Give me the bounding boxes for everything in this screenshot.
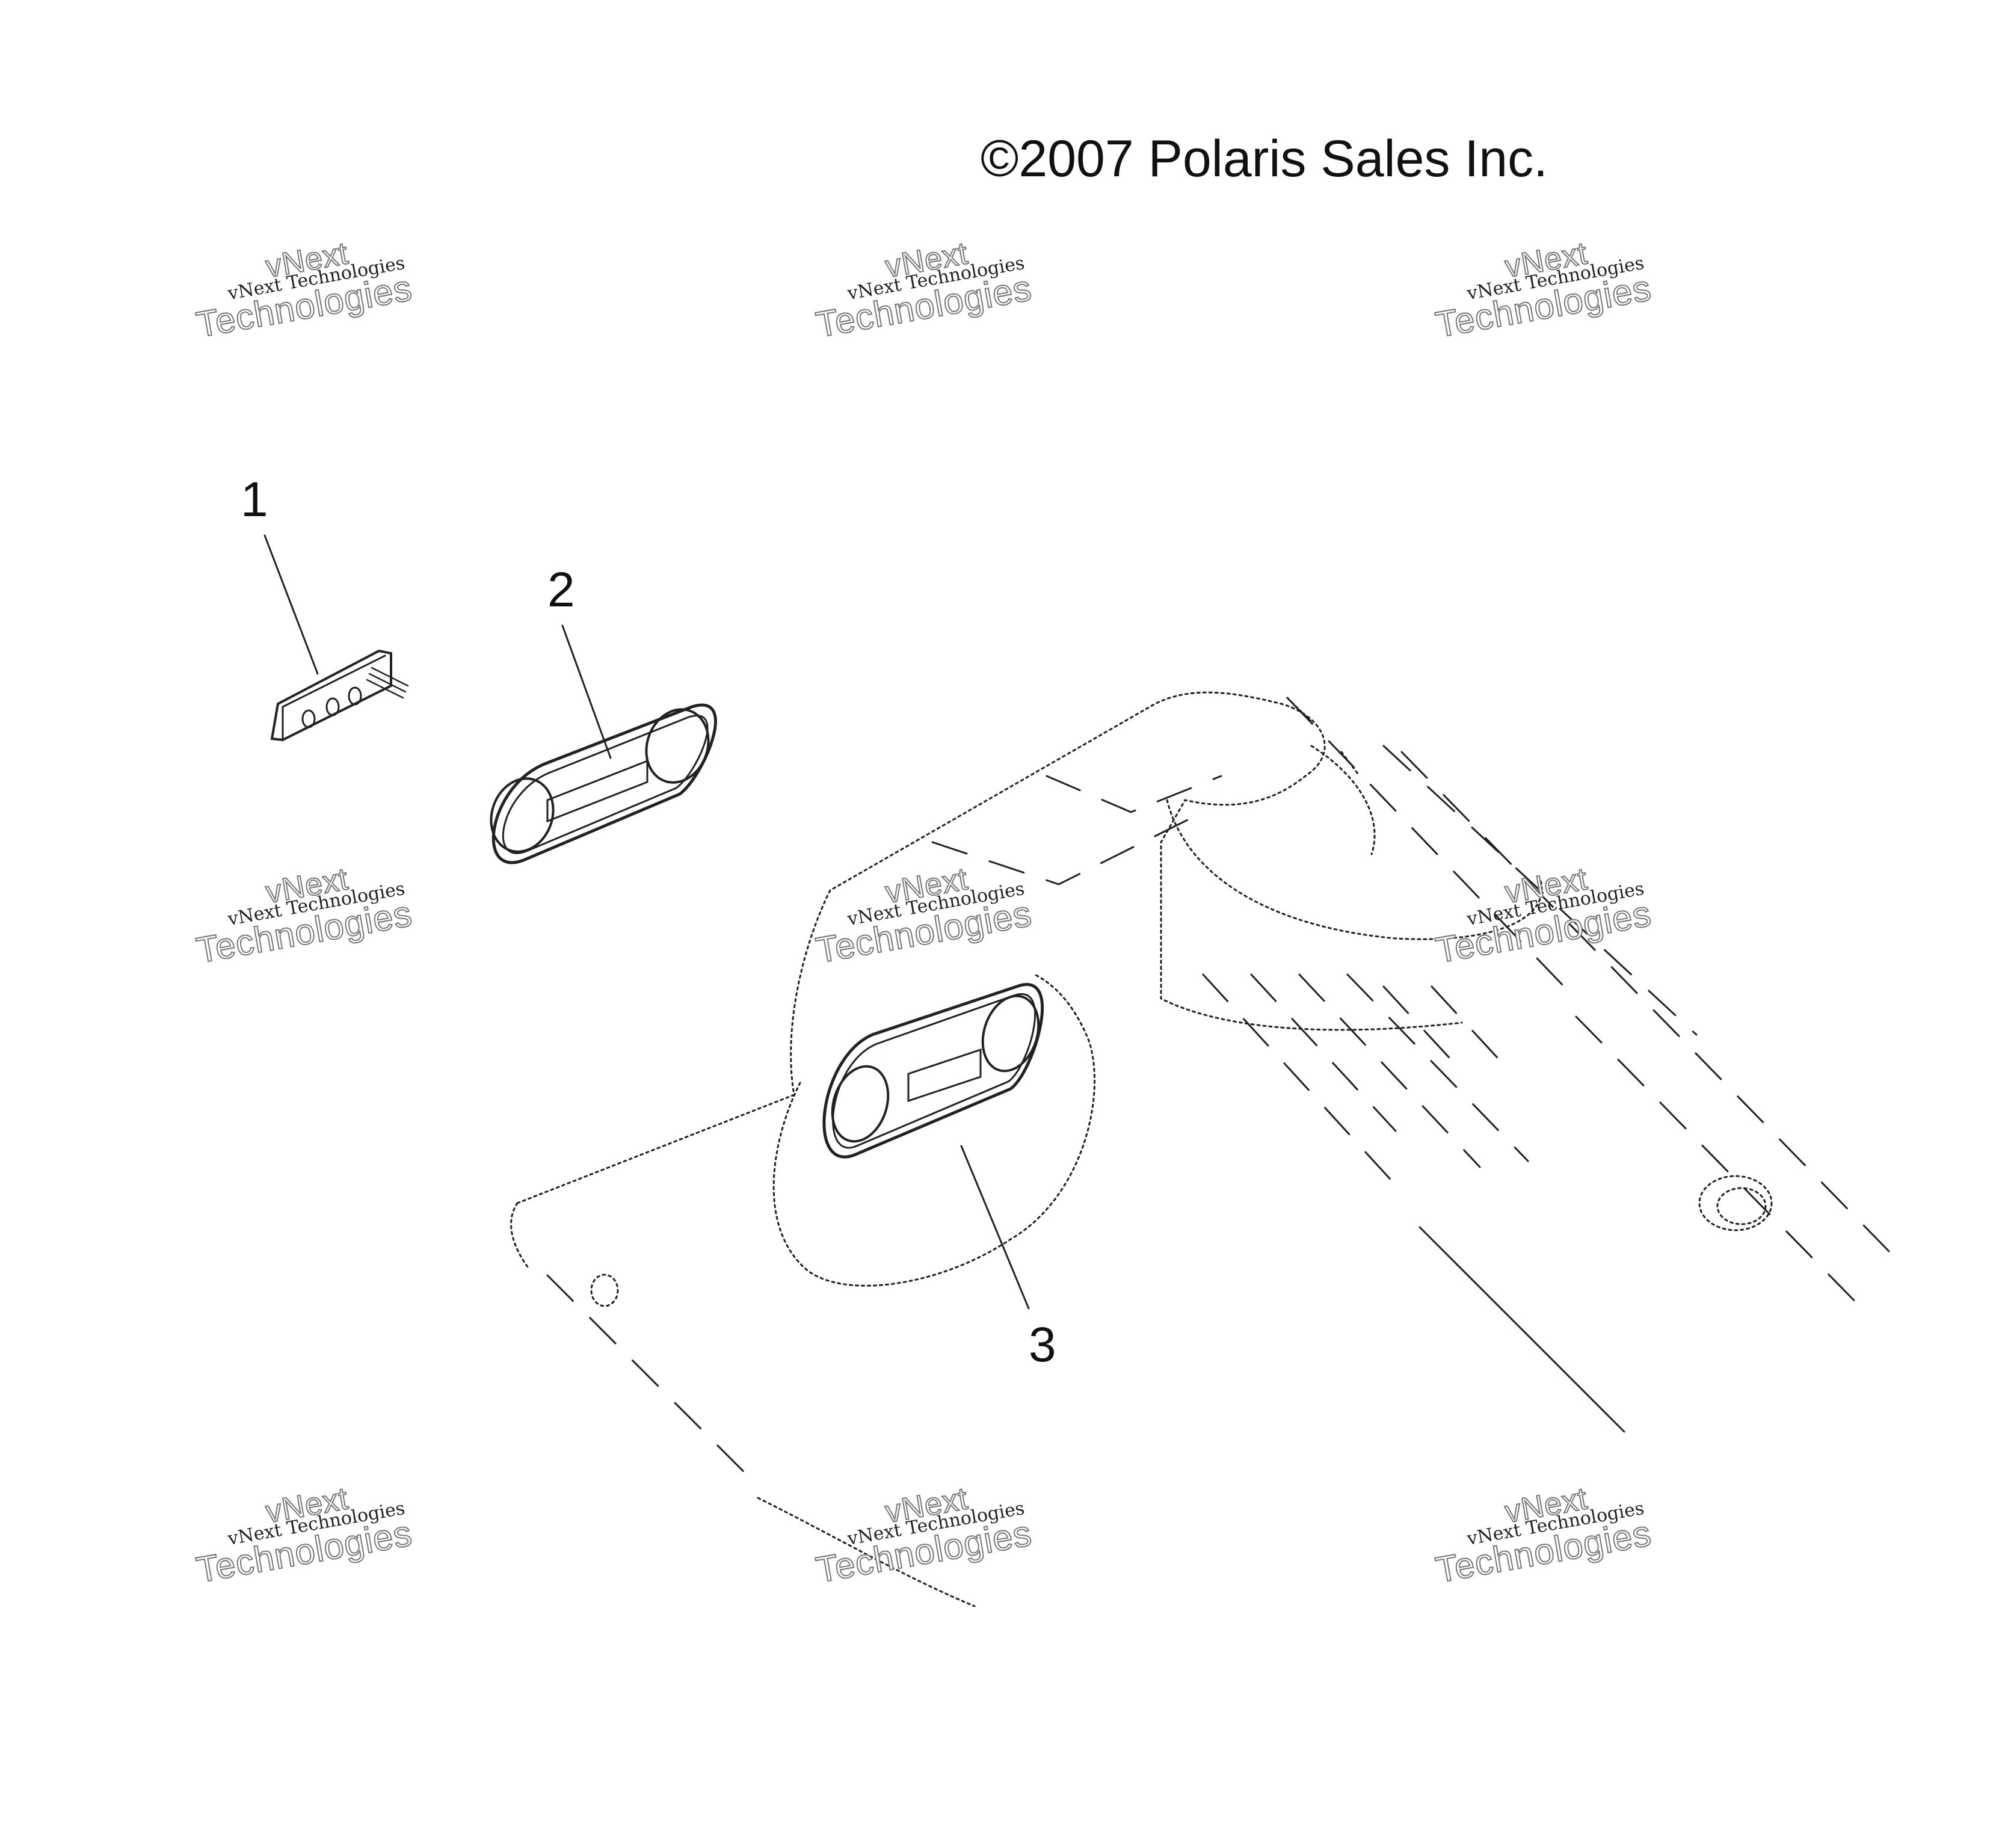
copyright-text: ©2007 Polaris Sales Inc. [981, 130, 1548, 188]
callout-3[interactable]: 3 [1029, 1317, 1056, 1372]
frame-outline [510, 691, 1773, 1607]
callout-1[interactable]: 1 [241, 472, 268, 527]
hidden-lines [546, 697, 1890, 1487]
frame-edge [1418, 1226, 1625, 1433]
callout-2[interactable]: 2 [547, 562, 575, 617]
part-3-grommet-installed[interactable] [822, 983, 1047, 1159]
part-2-grommet[interactable] [481, 701, 718, 864]
part-1-connector[interactable] [270, 649, 409, 742]
